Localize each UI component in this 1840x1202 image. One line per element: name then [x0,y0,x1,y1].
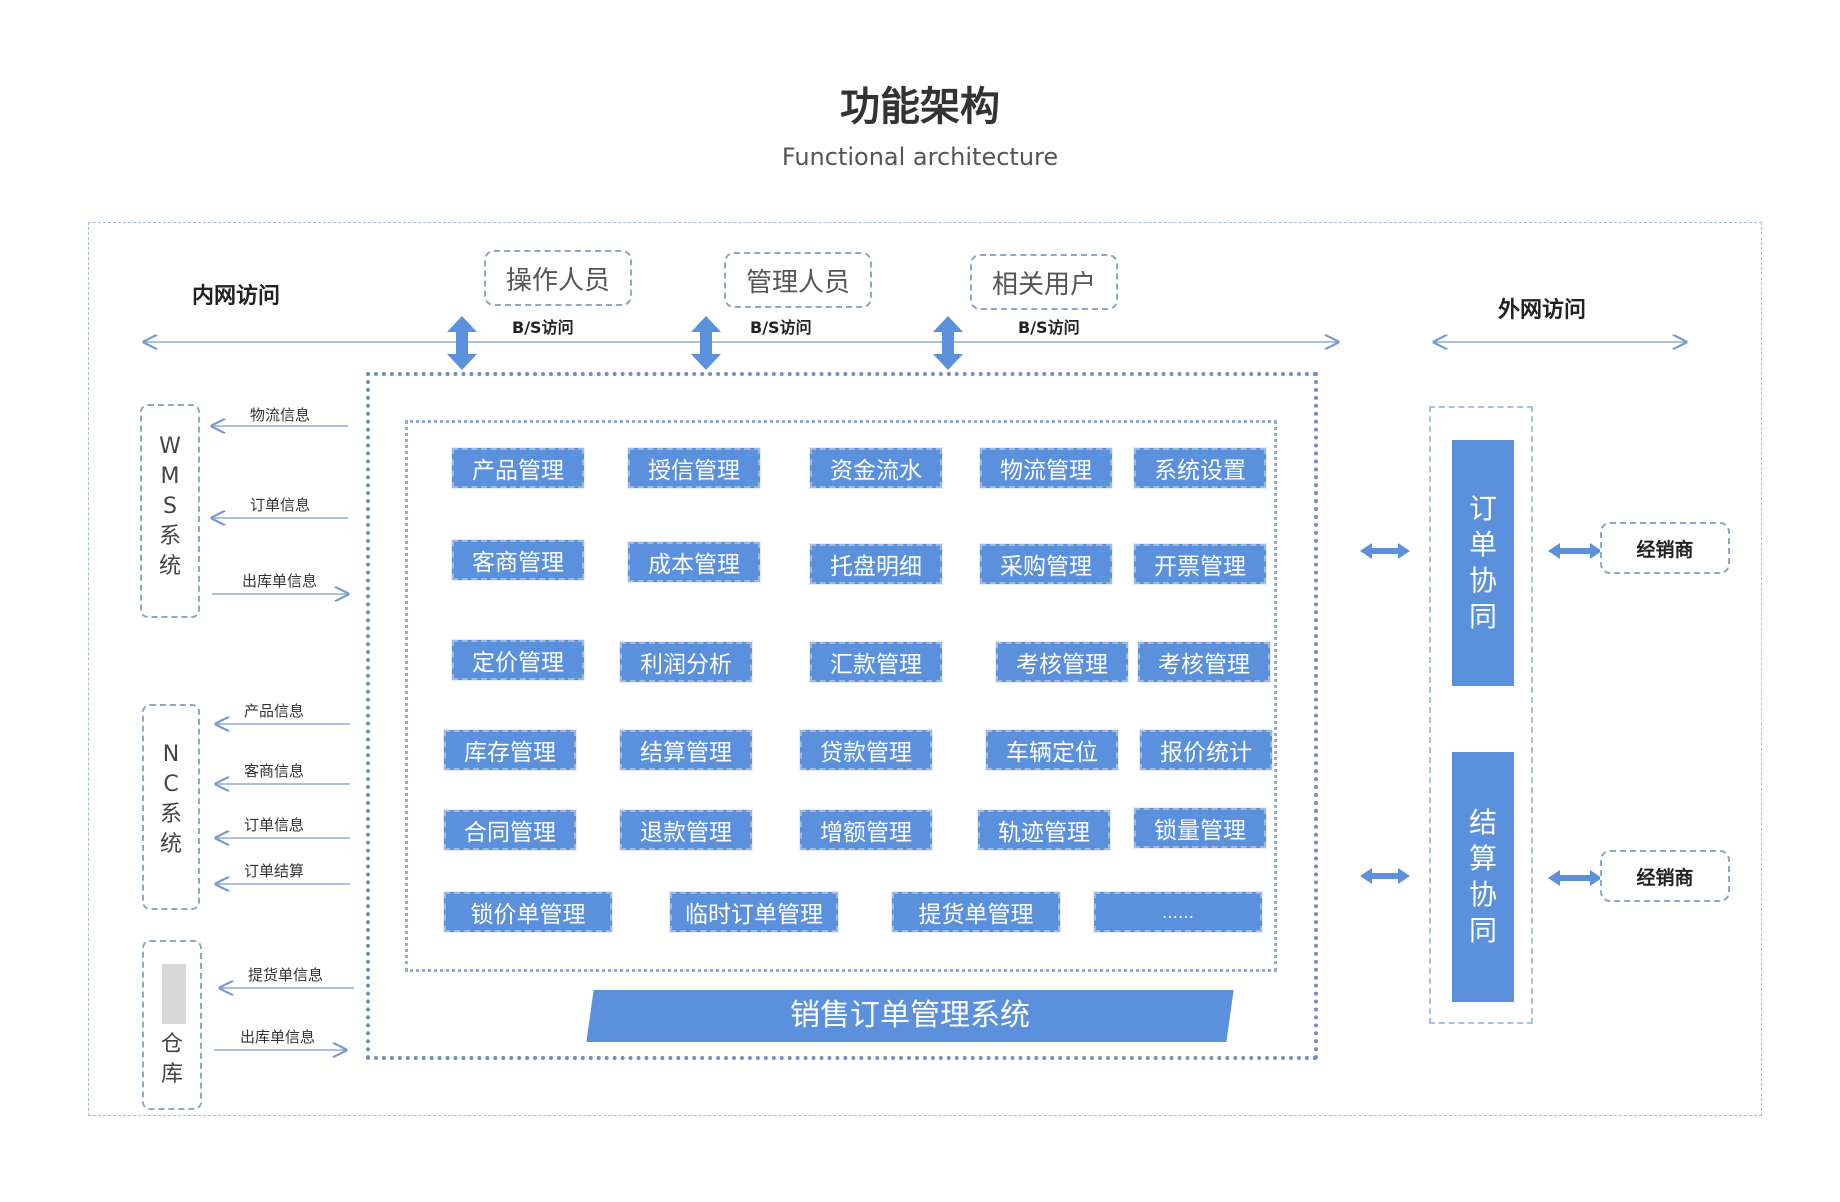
settlement-collab-char: 结 [1468,806,1497,839]
sales-system-outer [366,372,1318,1060]
module-more-box: …… [1093,891,1263,933]
module-box: 系统设置 [1133,447,1267,489]
bs-access-label: B/S访问 [750,318,812,337]
role-related-user: 相关用户 [970,254,1118,310]
module-box: 授信管理 [627,447,761,489]
settlement-collaboration-bar: 结 算 协 同 [1452,752,1514,1002]
module-box: 产品管理 [451,447,585,489]
module-box: 合同管理 [443,809,577,851]
flow-label: 订单信息 [250,496,311,514]
settlement-collab-char: 同 [1468,914,1497,947]
role-access-arrow [447,316,963,370]
module-box: 临时订单管理 [669,891,839,933]
module-box: 采购管理 [979,543,1113,585]
nc-char: 统 [159,832,182,857]
warehouse-char: 库 [160,1062,183,1087]
module-box: 库存管理 [443,729,577,771]
module-box: 车辆定位 [985,729,1119,771]
role-operator: 操作人员 [484,250,632,306]
bs-access-label: B/S访问 [1018,318,1080,337]
dealer-box: 经销商 [1600,850,1730,902]
module-box: 贷款管理 [799,729,933,771]
flow-label: 物流信息 [250,406,311,424]
order-collab-char: 订 [1468,492,1497,525]
flow-label: 出库单信息 [242,572,318,590]
sales-system-title: 销售订单管理系统 [790,998,1030,1033]
bs-access-label: B/S访问 [512,318,574,337]
module-box: 定价管理 [451,639,585,681]
module-box: 锁价单管理 [443,891,613,933]
nc-char: C [163,772,179,797]
diagram-frame [88,222,1762,1116]
module-box: 退款管理 [619,809,753,851]
module-box: 物流管理 [979,447,1113,489]
module-box: 开票管理 [1133,543,1267,585]
flow-label: 出库单信息 [240,1028,316,1046]
module-box: 报价统计 [1139,729,1273,771]
flow-label: 客商信息 [244,762,305,780]
module-box: 资金流水 [809,447,943,489]
flow-label: 产品信息 [244,702,305,720]
flow-label: 订单结算 [244,862,305,880]
wms-char: W [159,434,181,459]
module-box: 成本管理 [627,541,761,583]
page-title: 功能架构 [840,84,1000,130]
module-box: 利润分析 [619,641,753,683]
module-box: 考核管理 [995,641,1129,683]
order-collab-char: 同 [1468,600,1497,633]
warehouse-logo-placeholder [162,964,186,1024]
module-box: 汇款管理 [809,641,943,683]
module-box: 锁量管理 [1133,807,1267,849]
module-box: 托盘明细 [809,543,943,585]
nc-char: 系 [159,802,182,827]
module-box: 客商管理 [451,539,585,581]
flow-label: 提货单信息 [248,966,324,984]
collaboration-column [1429,406,1533,1024]
settlement-collab-char: 协 [1468,878,1497,911]
page-subtitle: Functional architecture [781,143,1059,171]
wms-char: 系 [158,524,181,549]
order-collab-char: 协 [1468,564,1497,597]
nc-char: N [162,742,180,767]
warehouse-char: 仓 [160,1032,183,1057]
warehouse-box: 仓 库 [142,940,202,1110]
role-manager: 管理人员 [724,252,872,308]
settlement-collab-char: 算 [1468,842,1497,875]
module-box: 考核管理 [1137,641,1271,683]
order-collaboration-bar: 订 单 协 同 [1452,440,1514,686]
intranet-label: 内网访问 [192,284,281,309]
wms-char: 统 [158,554,181,579]
flow-label: 订单信息 [244,816,305,834]
module-box: 增额管理 [799,809,933,851]
extranet-label: 外网访问 [1498,298,1587,323]
double-arrow-horizontal [1360,543,1602,886]
module-box: 结算管理 [619,729,753,771]
order-collab-char: 单 [1468,528,1497,561]
wms-char: M [160,464,180,489]
dealer-box: 经销商 [1600,522,1730,574]
module-box: 轨迹管理 [977,809,1111,851]
wms-char: S [163,494,177,519]
nc-system-box: N C 系 统 [142,704,200,910]
wms-system-box: W M S 系 统 [140,404,200,618]
module-box: 提货单管理 [891,891,1061,933]
sales-system-modules-area [405,420,1277,972]
